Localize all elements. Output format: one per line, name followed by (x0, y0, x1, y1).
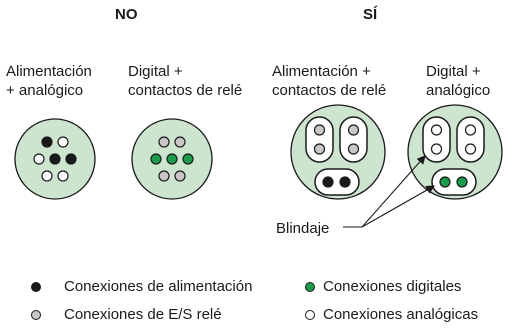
analog-conductor (430, 124, 443, 136)
black-dot-icon (31, 282, 41, 292)
label-digital-analog-line2: analógico (426, 82, 491, 99)
relay-conductor (347, 143, 360, 155)
legend-label-analog: Conexiones analógicas (323, 306, 479, 323)
shield-pointer-arrows (343, 155, 435, 228)
digital-conductor (456, 176, 468, 188)
label-digital-analog-line1: Digital + (426, 63, 481, 80)
analog-conductor (464, 143, 477, 155)
label-digital-relay: Digital + contactos de relé (128, 62, 242, 100)
label-digital-relay-line1: Digital + (128, 63, 183, 80)
cable-power-analog (14, 118, 96, 200)
power-conductor (65, 153, 77, 165)
analog-conductor (41, 170, 53, 182)
power-conductor (322, 176, 334, 188)
gray-dot-icon (31, 310, 41, 320)
analog-conductor (33, 153, 45, 165)
shield-pair (422, 116, 451, 163)
digital-conductor (166, 153, 178, 165)
relay-conductor (158, 170, 170, 182)
relay-conductor (174, 170, 186, 182)
green-dot-icon (305, 282, 315, 292)
white-dot-icon (305, 310, 315, 320)
shield-pair (305, 116, 334, 163)
analog-conductor (464, 124, 477, 136)
shield-pair (456, 116, 485, 163)
relay-conductor (347, 124, 360, 136)
relay-conductor (313, 143, 326, 155)
cable-digital-analog (407, 104, 503, 200)
shield-pair (314, 168, 360, 196)
label-power-relay-line2: contactos de relé (272, 82, 387, 99)
cable-power-relay (290, 104, 386, 200)
power-conductor (49, 153, 61, 165)
label-digital-relay-line2: contactos de relé (128, 82, 243, 99)
digital-conductor (439, 176, 451, 188)
digital-conductor (182, 153, 194, 165)
digital-conductor (150, 153, 162, 165)
analog-conductor (57, 136, 69, 148)
shield-label: Blindaje (276, 220, 330, 237)
arrow-to-shield-bottom (361, 185, 435, 228)
shield-pair (431, 168, 477, 196)
heading-si: SÍ (363, 6, 378, 23)
label-power-relay-line1: Alimentación + (272, 63, 371, 80)
relay-conductor (174, 136, 186, 148)
label-digital-analog: Digital + analógico (426, 62, 490, 100)
label-power-relay: Alimentación + contactos de relé (272, 62, 386, 100)
label-power-analog-line1: Alimentación (6, 63, 92, 80)
legend-label-relay: Conexiones de E/S relé (64, 306, 222, 323)
relay-conductor (158, 136, 170, 148)
analog-conductor (430, 143, 443, 155)
analog-conductor (57, 170, 69, 182)
legend-label-digital: Conexiones digitales (323, 278, 462, 295)
relay-conductor (313, 124, 326, 136)
legend: Conexiones de alimentación Conexiones di… (0, 270, 518, 332)
legend-label-power: Conexiones de alimentación (64, 278, 253, 295)
power-conductor (41, 136, 53, 148)
cable-digital-relay (131, 118, 213, 200)
shield-pair (339, 116, 368, 163)
power-conductor (339, 176, 351, 188)
label-power-analog: Alimentación + analógico (6, 62, 92, 100)
label-power-analog-line2: + analógico (6, 82, 84, 99)
heading-no: NO (115, 6, 138, 23)
